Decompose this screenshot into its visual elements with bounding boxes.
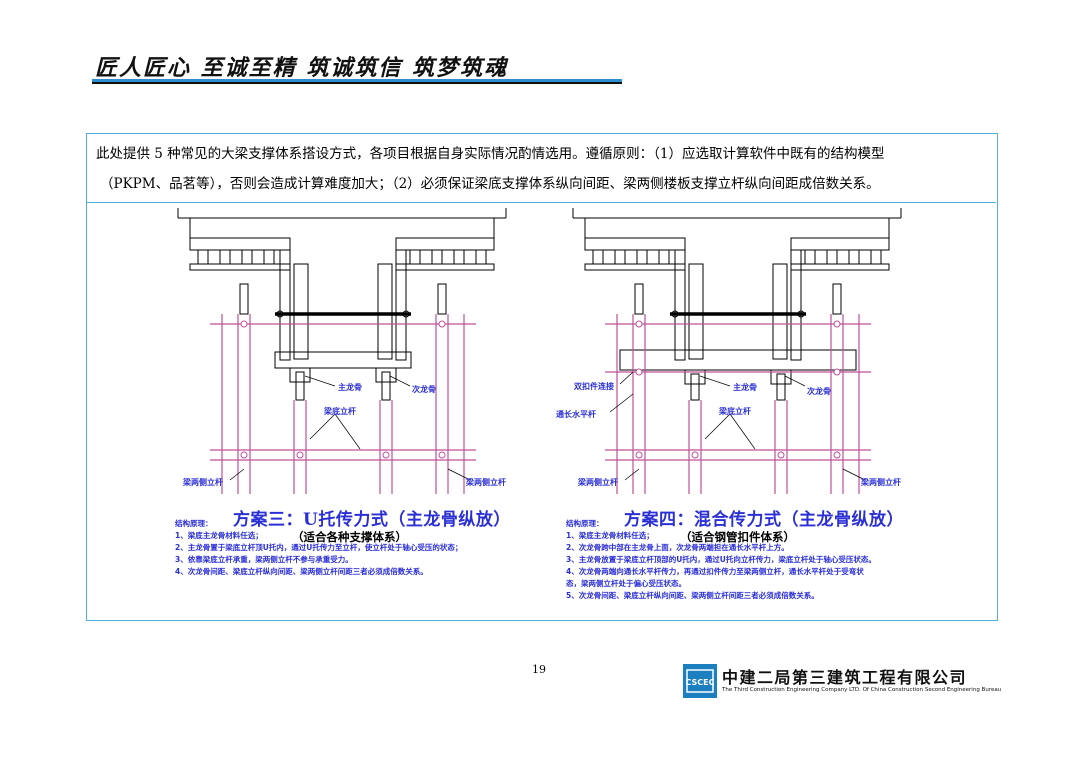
slogan-underline-blue	[92, 79, 622, 82]
scheme4-note: 4、次龙骨两端向通长水平杆传力，再通过扣件传力至梁两侧立杆，通长水平杆处于受弯状	[566, 567, 864, 576]
scheme4-side-pole-right-label: 梁两侧立杆	[861, 478, 901, 487]
scheme3-note: 4、次龙骨间距、梁底立杆纵向间距、梁两侧立杆间距三者必须成倍数关系。	[175, 567, 428, 576]
company-name-cn: 中建二局第三建筑工程有限公司	[722, 668, 968, 687]
scheme3-main-joist-label: 主龙骨	[338, 383, 362, 392]
scheme4-drawing	[572, 208, 902, 494]
scheme4-secondary-joist-label: 次龙骨	[807, 387, 831, 396]
scheme4-coupler-label: 双扣件连接	[574, 382, 614, 391]
page-number: 19	[532, 663, 546, 676]
intro-line-1: 此处提供 5 种常见的大梁支撑体系搭设方式，各项目根据自身实际情况酌情选用。遵循…	[96, 146, 885, 162]
intro-text: 此处提供 5 种常见的大梁支撑体系搭设方式，各项目根据自身实际情况酌情选用。遵循…	[86, 133, 996, 203]
scheme4-note: 2、次龙骨跨中部在主龙骨上面，次龙骨两端担在通长水平杆上方。	[566, 543, 789, 552]
scheme3-bottom-pole-label: 梁底立杆	[324, 407, 356, 416]
scheme3-side-pole-right-label: 梁两侧立杆	[466, 478, 506, 487]
scheme4-note: 3、主龙骨放置于梁底立杆顶部的U托内，通过U托向立杆传力，梁底立杆处于轴心受压状…	[566, 555, 876, 564]
scheme3-notes-title: 结构原理：	[175, 519, 213, 528]
scheme4-note: 态，梁两侧立杆处于偏心受压状态。	[566, 579, 686, 588]
company-name-en: The Third Construction Engineering Compa…	[722, 687, 1002, 693]
scheme4-notes-title: 结构原理：	[566, 519, 604, 528]
scheme3-note: 3、依靠梁底立杆承重，梁两侧立杆不参与承重受力。	[175, 555, 353, 564]
scheme3-note: 2、主龙骨置于梁底立杆顶U托内，通过U托传力至立杆，使立杆处于轴心受压的状态；	[175, 543, 463, 552]
content-frame	[86, 133, 998, 621]
scheme3-subtitle: （适合各种支撑体系）	[292, 530, 407, 544]
scheme4-bottom-pole-label: 梁底立杆	[719, 407, 751, 416]
scheme3-title: 方案三：U托传力式（主龙骨纵放）	[233, 510, 511, 530]
scheme4-notes: 结构原理： 1、梁底主龙骨材料任选； 2、次龙骨跨中部在主龙骨上面，次龙骨两端担…	[566, 518, 876, 602]
scheme3-secondary-joist-label: 次龙骨	[412, 385, 436, 394]
cscec-logo-icon: CSCEC	[686, 669, 715, 693]
intro-line-2: （PKPM、品茗等），否则会造成计算难度加大；（2）必须保证梁底支撑体系纵向间距…	[100, 176, 880, 192]
scheme4-side-pole-left-label: 梁两侧立杆	[578, 478, 618, 487]
logo-text: CSCEC	[686, 678, 715, 687]
scheme4-main-joist-label: 主龙骨	[733, 383, 757, 392]
scheme4-note: 5、次龙骨间距、梁底立杆纵向间距、梁两侧立杆间距三者必须成倍数关系。	[566, 591, 819, 600]
slogan-underline-black	[92, 82, 622, 84]
scheme4-title: 方案四：混合传力式（主龙骨纵放）	[624, 510, 904, 530]
scheme3-notes: 结构原理： 1、梁底主龙骨材料任选； 2、主龙骨置于梁底立杆顶U托内，通过U托传…	[175, 518, 462, 578]
scheme4-horizontal-bar-label: 通长水平杆	[556, 410, 596, 419]
scheme3-drawing	[177, 208, 507, 494]
company-logo: CSCEC	[683, 664, 717, 698]
scheme4-note: 1、梁底主龙骨材料任选；	[566, 531, 654, 540]
scheme4-subtitle: （适合钢管扣件体系）	[680, 530, 795, 544]
scheme3-side-pole-left-label: 梁两侧立杆	[183, 478, 223, 487]
slogan-title: 匠人匠心 至诚至精 筑诚筑信 筑梦筑魂	[95, 56, 508, 81]
scheme3-note: 1、梁底主龙骨材料任选；	[175, 531, 263, 540]
